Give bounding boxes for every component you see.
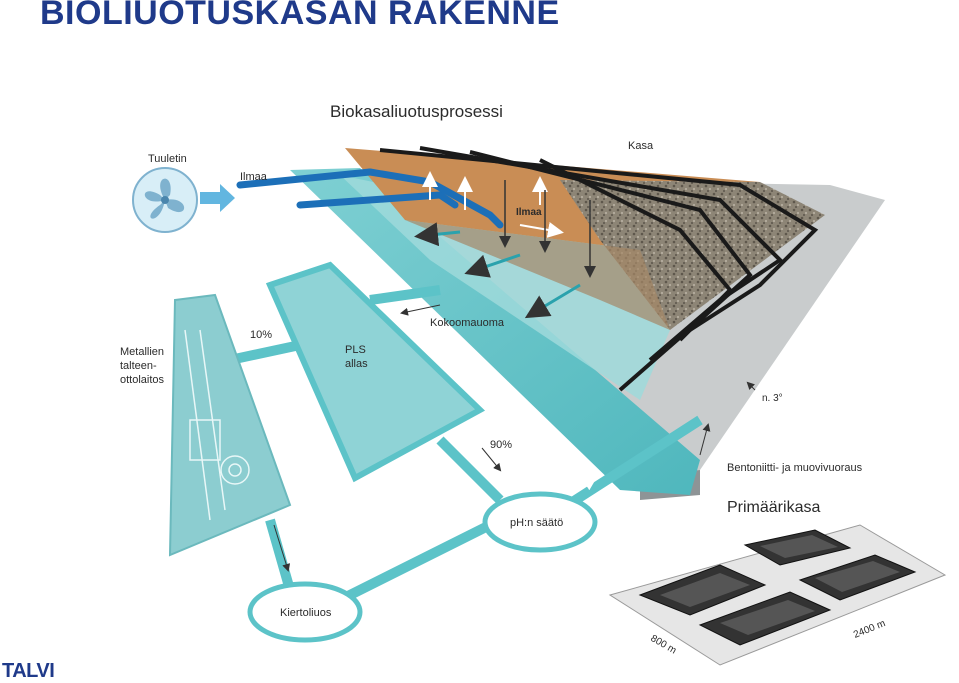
metals-recovery-plant (168, 293, 292, 557)
pls-pond (265, 261, 486, 483)
percent-10-label: 10% (250, 329, 272, 341)
circulation-label: Kiertoliuos (280, 607, 332, 619)
heap-front-face (405, 220, 670, 330)
fan-icon (132, 167, 198, 233)
liner-label: Bentoniitti- ja muovivuoraus (727, 462, 863, 474)
circulation-node (247, 581, 363, 643)
process-arrows (273, 304, 756, 572)
primary-heap-label: Primäärikasa (727, 499, 820, 516)
dimension-2400-label: 2400 m (852, 618, 887, 641)
return-arrows (454, 474, 599, 529)
air-inside-label: Ilmaa (516, 207, 542, 218)
irrigation-pipes (379, 146, 819, 392)
collection-channel-label: Kokoomauoma (430, 317, 505, 329)
heap-side (560, 180, 825, 330)
air-flow-arrows (422, 171, 564, 238)
air-inlet-label: Ilmaa (240, 171, 268, 183)
plant-machinery-icon (184, 329, 250, 521)
leach-flow-arrows (499, 180, 596, 278)
metals-label-line1: Metallien (120, 346, 164, 358)
ph-adjustment-node (482, 491, 598, 553)
air-arrow-icon (200, 184, 235, 212)
liquid-flow-arrows (414, 222, 581, 319)
collection-channel (290, 168, 700, 495)
primary-heap-block-tops (660, 535, 900, 635)
pls-label-line1: PLS (345, 344, 366, 356)
fan-label: Tuuletin (148, 153, 187, 165)
metals-label-line2: talteen- (120, 360, 157, 372)
diagram-heading: Biokasaliuotusprosessi (330, 102, 503, 121)
page-title: BIOLIUOTUSKASAN RAKENNE (40, 0, 560, 32)
flow-pipes (228, 285, 703, 605)
air-pipes (236, 168, 504, 229)
heap-label: Kasa (628, 140, 654, 152)
metals-label-line3: ottolaitos (120, 374, 165, 386)
pls-label-line2: allas (345, 358, 368, 370)
percent-90-label: 90% (490, 439, 512, 451)
slope-label: n. 3° (762, 393, 783, 404)
ph-label: pH:n säätö (510, 517, 563, 529)
company-logo: TALVI (2, 660, 55, 682)
dimension-800-label: 800 m (649, 633, 679, 656)
